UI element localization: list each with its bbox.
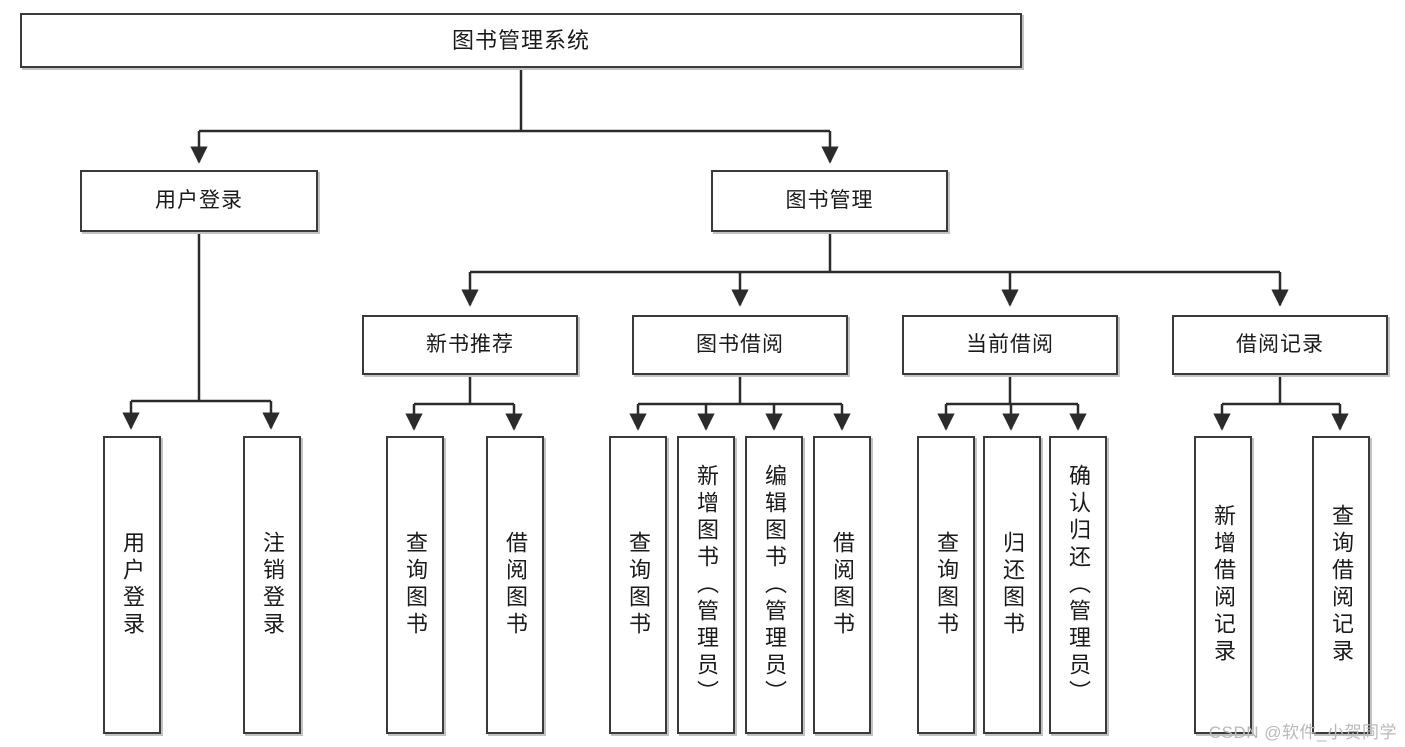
node-leaf-user-login-label: 用户登录 — [120, 531, 145, 639]
node-book-management[interactable]: 图书管理 — [711, 170, 948, 232]
node-leaf-query-book-1-label: 查询图书 — [403, 531, 428, 639]
node-root-label: 图书管理系统 — [451, 27, 590, 53]
node-leaf-borrow-book-1-label: 借阅图书 — [503, 531, 528, 639]
node-leaf-add-book-label: 新增图书（管理员） — [694, 463, 719, 707]
node-user-login-label: 用户登录 — [155, 188, 243, 212]
node-leaf-return-book[interactable]: 归还图书 — [983, 436, 1041, 734]
node-new-book-recommend-label: 新书推荐 — [426, 332, 514, 356]
node-leaf-add-borrow-record-label: 新增借阅记录 — [1211, 504, 1236, 666]
node-leaf-borrow-book-2-label: 借阅图书 — [830, 531, 855, 639]
node-user-login[interactable]: 用户登录 — [80, 170, 318, 232]
node-leaf-confirm-return-label: 确认归还（管理员） — [1066, 463, 1091, 707]
node-new-book-recommend[interactable]: 新书推荐 — [362, 315, 578, 375]
node-current-borrow-label: 当前借阅 — [966, 332, 1054, 356]
node-leaf-query-book-3[interactable]: 查询图书 — [917, 436, 975, 734]
node-leaf-add-book[interactable]: 新增图书（管理员） — [677, 436, 735, 734]
node-book-borrow[interactable]: 图书借阅 — [632, 315, 848, 375]
node-leaf-query-book-1[interactable]: 查询图书 — [386, 436, 444, 734]
node-leaf-logout-login[interactable]: 注销登录 — [243, 436, 301, 734]
node-current-borrow[interactable]: 当前借阅 — [902, 315, 1118, 375]
node-book-management-label: 图书管理 — [785, 188, 874, 212]
node-leaf-edit-book-label: 编辑图书（管理员） — [762, 463, 787, 707]
node-leaf-borrow-book-1[interactable]: 借阅图书 — [486, 436, 544, 734]
node-leaf-logout-login-label: 注销登录 — [260, 531, 285, 639]
watermark-text: CSDN @软件_小贺同学 — [1208, 723, 1397, 742]
node-leaf-add-borrow-record[interactable]: 新增借阅记录 — [1194, 436, 1252, 734]
node-leaf-query-book-2-label: 查询图书 — [626, 531, 651, 639]
node-leaf-user-login[interactable]: 用户登录 — [103, 436, 161, 734]
node-leaf-borrow-book-2[interactable]: 借阅图书 — [813, 436, 871, 734]
node-root[interactable]: 图书管理系统 — [20, 13, 1022, 68]
node-leaf-query-borrow-record[interactable]: 查询借阅记录 — [1312, 436, 1370, 734]
node-leaf-query-book-3-label: 查询图书 — [934, 531, 959, 639]
node-book-borrow-label: 图书借阅 — [696, 332, 784, 356]
node-leaf-confirm-return[interactable]: 确认归还（管理员） — [1049, 436, 1107, 734]
node-leaf-return-book-label: 归还图书 — [1000, 531, 1025, 639]
node-leaf-query-book-2[interactable]: 查询图书 — [609, 436, 667, 734]
node-borrow-record[interactable]: 借阅记录 — [1172, 315, 1388, 375]
node-leaf-edit-book[interactable]: 编辑图书（管理员） — [745, 436, 803, 734]
node-leaf-query-borrow-record-label: 查询借阅记录 — [1329, 504, 1354, 666]
node-borrow-record-label: 借阅记录 — [1236, 332, 1324, 356]
